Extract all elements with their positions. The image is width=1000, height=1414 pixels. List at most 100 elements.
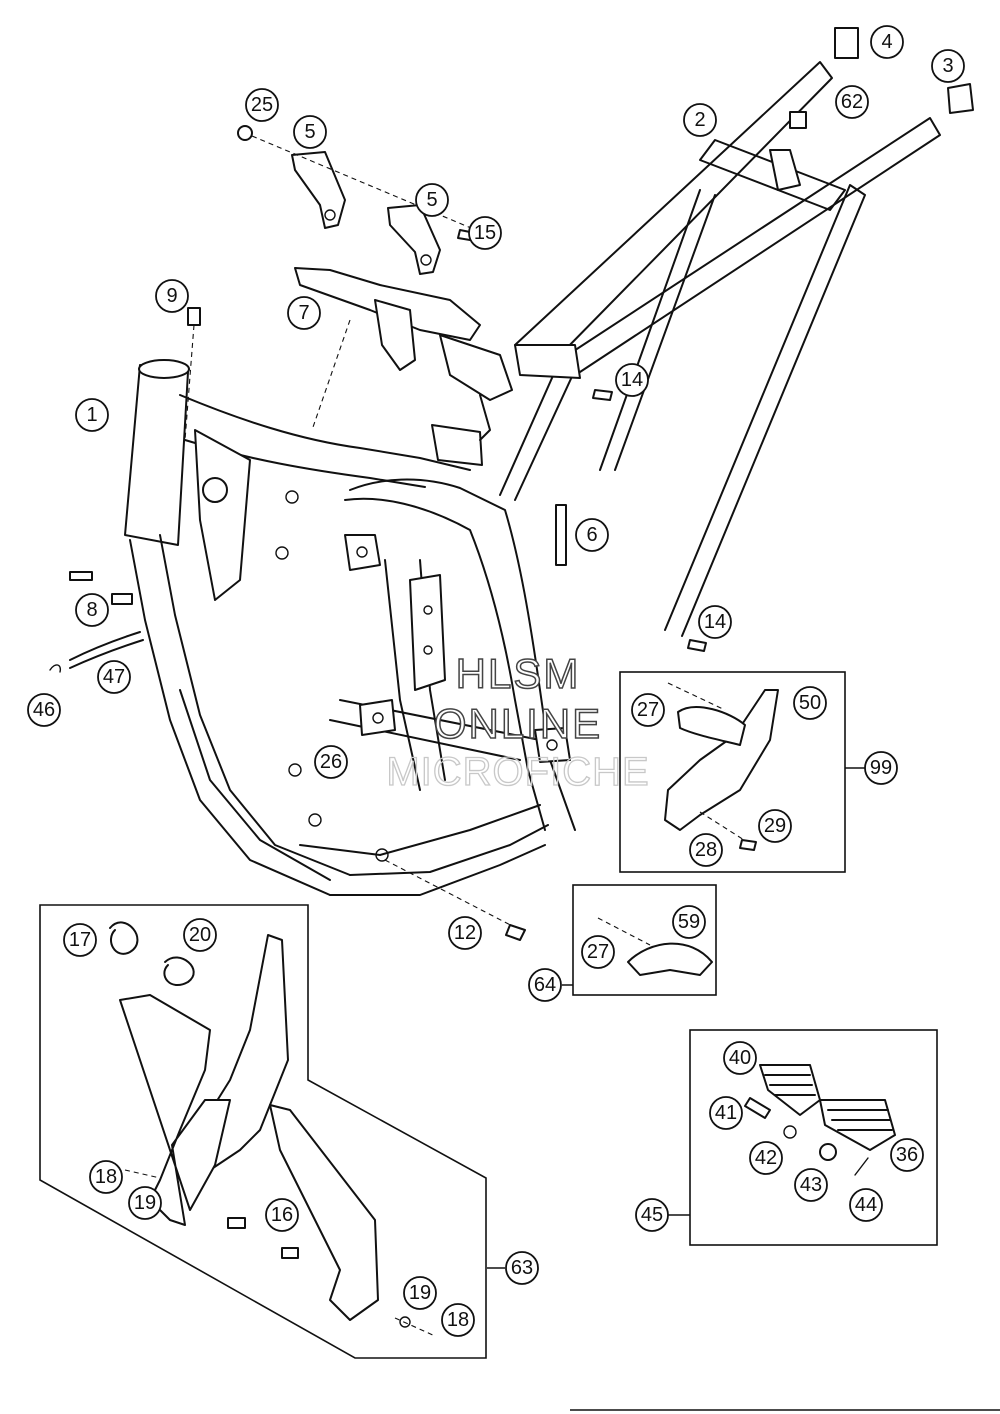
svg-text:64: 64 [534, 974, 556, 996]
svg-text:45: 45 [641, 1204, 663, 1226]
callout-2: 2 [683, 103, 717, 137]
svg-text:59: 59 [678, 911, 700, 933]
svg-text:47: 47 [103, 666, 125, 688]
callout-4: 4 [870, 25, 904, 59]
svg-text:17: 17 [69, 929, 91, 951]
svg-text:40: 40 [729, 1047, 751, 1069]
svg-text:36: 36 [896, 1144, 918, 1166]
number-plate-holder [294, 267, 513, 441]
callouts: 1 2 3 4 5 5 6 7 8 9 12 14 14 15 16 17 18… [27, 25, 965, 1337]
callout-63: 63 [505, 1251, 539, 1285]
callout-5a: 5 [293, 115, 327, 149]
subframe [499, 61, 941, 637]
svg-text:26: 26 [320, 751, 342, 773]
svg-text:43: 43 [800, 1174, 822, 1196]
callout-29: 29 [758, 809, 792, 843]
svg-text:14: 14 [704, 611, 726, 633]
watermark-line-3: MICROFICHE [386, 750, 649, 794]
callout-12: 12 [448, 916, 482, 950]
box-45 [689, 1029, 938, 1246]
callout-41: 41 [709, 1096, 743, 1130]
bracket-parts [237, 125, 491, 275]
callout-28: 28 [689, 833, 723, 867]
callout-5b: 5 [415, 183, 449, 217]
svg-text:8: 8 [86, 599, 97, 621]
clip-part [187, 307, 201, 326]
callout-50: 50 [793, 686, 827, 720]
callout-19a: 19 [128, 1186, 162, 1220]
callout-14a: 14 [615, 363, 649, 397]
svg-text:19: 19 [409, 1282, 431, 1304]
callout-46: 46 [27, 693, 61, 727]
svg-text:41: 41 [715, 1102, 737, 1124]
svg-text:7: 7 [298, 302, 309, 324]
callout-8: 8 [75, 593, 109, 627]
callout-25: 25 [245, 88, 279, 122]
svg-text:16: 16 [271, 1204, 293, 1226]
callout-14b: 14 [698, 605, 732, 639]
box-63 [39, 904, 487, 1359]
callout-17: 17 [63, 923, 97, 957]
callout-27a: 27 [631, 693, 665, 727]
callout-64: 64 [528, 968, 562, 1002]
callout-42: 42 [749, 1141, 783, 1175]
svg-text:25: 25 [251, 94, 273, 116]
callout-36: 36 [890, 1138, 924, 1172]
callout-19b: 19 [403, 1276, 437, 1310]
svg-text:62: 62 [841, 91, 863, 113]
svg-text:5: 5 [426, 189, 437, 211]
strap-part [555, 504, 567, 566]
callout-27b: 27 [581, 935, 615, 969]
svg-text:6: 6 [586, 524, 597, 546]
callout-99: 99 [864, 751, 898, 785]
svg-text:27: 27 [637, 699, 659, 721]
main-frame [124, 359, 576, 896]
svg-text:27: 27 [587, 941, 609, 963]
callout-7: 7 [287, 296, 321, 330]
watermark-line-1: HLSM [456, 650, 581, 697]
svg-text:14: 14 [621, 369, 643, 391]
svg-text:63: 63 [511, 1257, 533, 1279]
svg-text:19: 19 [134, 1192, 156, 1214]
small-hardware [49, 571, 144, 673]
svg-text:4: 4 [881, 31, 892, 53]
callout-47: 47 [97, 660, 131, 694]
bolt-12-axis [384, 859, 521, 931]
svg-text:1: 1 [86, 404, 97, 426]
svg-text:44: 44 [855, 1194, 877, 1216]
callout-40: 40 [723, 1041, 757, 1075]
callout-15: 15 [468, 216, 502, 250]
svg-text:46: 46 [33, 699, 55, 721]
callout-18b: 18 [441, 1303, 475, 1337]
svg-text:2: 2 [694, 109, 705, 131]
frame-plug-parts [789, 27, 974, 129]
watermark-line-2: ONLINE [434, 700, 602, 747]
svg-text:15: 15 [474, 222, 496, 244]
svg-text:28: 28 [695, 839, 717, 861]
svg-text:12: 12 [454, 922, 476, 944]
callout-6: 6 [575, 518, 609, 552]
svg-text:9: 9 [166, 285, 177, 307]
callout-1: 1 [75, 398, 109, 432]
svg-text:18: 18 [447, 1309, 469, 1331]
svg-text:29: 29 [764, 815, 786, 837]
svg-text:20: 20 [189, 924, 211, 946]
svg-text:5: 5 [304, 121, 315, 143]
svg-text:18: 18 [95, 1166, 117, 1188]
callout-59: 59 [672, 905, 706, 939]
callout-9: 9 [155, 279, 189, 313]
callout-43: 43 [794, 1168, 828, 1202]
callout-18a: 18 [89, 1160, 123, 1194]
callout-20: 20 [183, 918, 217, 952]
svg-text:42: 42 [755, 1147, 777, 1169]
box-64 [572, 884, 717, 996]
svg-text:99: 99 [870, 757, 892, 779]
callout-26: 26 [314, 745, 348, 779]
svg-text:50: 50 [799, 692, 821, 714]
svg-text:3: 3 [942, 55, 953, 77]
callout-45: 45 [635, 1198, 669, 1232]
callout-44: 44 [849, 1188, 883, 1222]
callout-3: 3 [931, 49, 965, 83]
callout-16: 16 [265, 1198, 299, 1232]
